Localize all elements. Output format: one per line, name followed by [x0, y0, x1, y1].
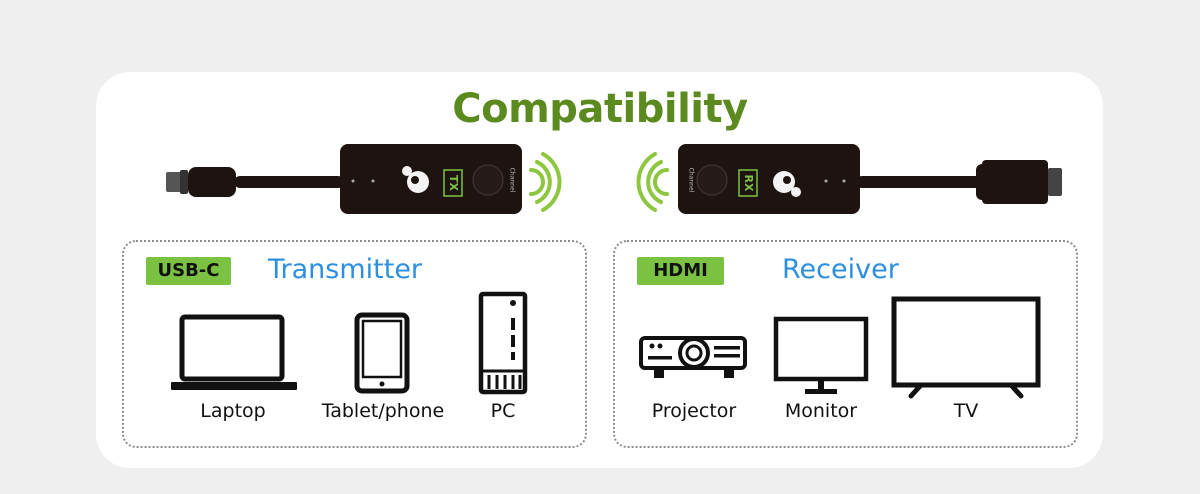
laptop-icon — [171, 314, 297, 390]
device-label-projector: Projector — [651, 400, 737, 422]
svg-text:Channel: Channel — [509, 168, 516, 193]
svg-text:Channel: Channel — [688, 168, 695, 193]
hdmi-badge: HDMI — [637, 257, 724, 285]
device-label-tv: TV — [953, 400, 979, 422]
transmitter-dongle: TX Channel — [166, 144, 562, 214]
brand-logo-icon — [402, 166, 429, 193]
pc-tower-icon — [478, 291, 528, 395]
wireless-signal-icon — [529, 152, 562, 212]
projector-icon — [639, 336, 747, 378]
receiver-group — [613, 240, 1078, 448]
svg-text:RX: RX — [742, 175, 755, 192]
receiver-heading: Receiver — [782, 254, 899, 285]
device-label-monitor: Monitor — [784, 400, 858, 422]
brand-logo-icon — [773, 171, 801, 197]
monitor-icon — [773, 316, 869, 394]
device-label-pc: PC — [490, 400, 516, 422]
device-label-tablet-phone: Tablet/phone — [321, 400, 445, 422]
device-label-laptop: Laptop — [200, 400, 266, 422]
usb-c-connector-icon — [166, 172, 182, 192]
usb-c-badge: USB-C — [146, 257, 231, 285]
wireless-signal-icon — [636, 152, 669, 212]
svg-text:TX: TX — [447, 175, 460, 192]
channel-button — [472, 164, 504, 196]
page-title: Compatibility — [452, 86, 748, 132]
hdmi-connector-icon — [982, 160, 1048, 204]
transmitter-heading: Transmitter — [268, 254, 423, 285]
tablet-icon — [354, 312, 410, 394]
receiver-dongle: Channel RX — [636, 144, 1062, 214]
compatibility-card — [96, 72, 1103, 468]
transmitter-group — [122, 240, 587, 448]
tv-icon — [891, 296, 1041, 399]
channel-button — [696, 164, 728, 196]
